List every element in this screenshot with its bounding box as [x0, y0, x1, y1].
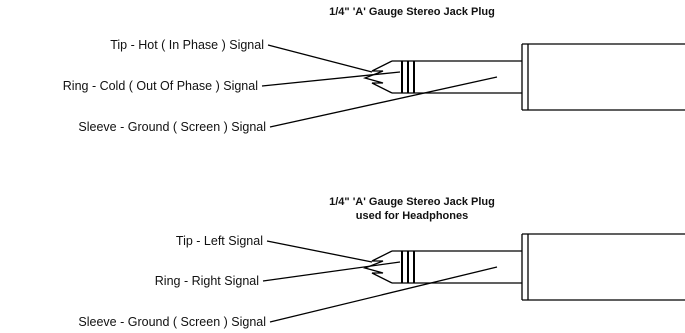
- leader-tip-1: [267, 44, 373, 73]
- label-ring-2: Ring - Right Signal: [155, 274, 259, 288]
- plug-sleeve-1: [392, 60, 522, 94]
- diagram-2-title-line-1: 1/4" 'A' Gauge Stereo Jack Plug: [329, 196, 495, 208]
- diagram-1-title: 1/4" 'A' Gauge Stereo Jack Plug: [329, 6, 495, 18]
- plug-tip-2: [362, 250, 393, 284]
- diagram-2: 1/4" 'A' Gauge Stereo Jack Plug used for…: [78, 196, 685, 329]
- plug-tip-1: [362, 60, 393, 94]
- label-sleeve-2: Sleeve - Ground ( Screen ) Signal: [78, 315, 266, 329]
- jack-plug-drawing-1: [362, 43, 685, 111]
- plug-handle-2: [522, 233, 685, 301]
- diagram-1: 1/4" 'A' Gauge Stereo Jack Plug Tip - Ho…: [63, 6, 685, 134]
- plug-sleeve-2: [392, 250, 522, 284]
- jack-plug-drawing-2: [362, 233, 685, 301]
- leader-sleeve-2: [269, 266, 498, 323]
- label-tip-1: Tip - Hot ( In Phase ) Signal: [110, 38, 264, 52]
- leader-ring-1: [261, 71, 401, 87]
- label-ring-1: Ring - Cold ( Out Of Phase ) Signal: [63, 79, 258, 93]
- leader-ring-2: [262, 261, 401, 282]
- plug-handle-1: [522, 43, 685, 111]
- leader-sleeve-1: [269, 76, 498, 128]
- label-tip-2: Tip - Left Signal: [176, 234, 263, 248]
- label-sleeve-1: Sleeve - Ground ( Screen ) Signal: [78, 120, 266, 134]
- diagram-2-title-line-2: used for Headphones: [356, 210, 468, 222]
- leader-tip-2: [266, 240, 373, 263]
